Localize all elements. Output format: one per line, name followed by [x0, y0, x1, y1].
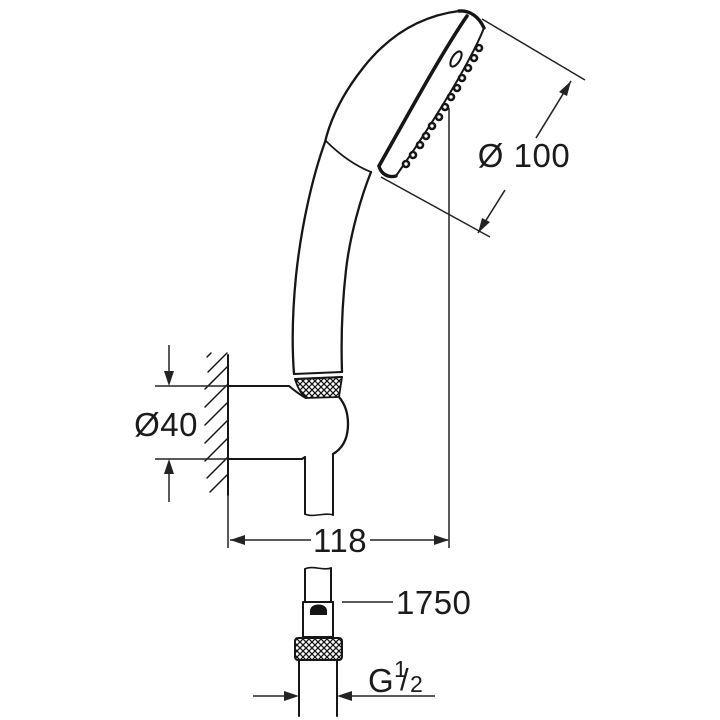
dimension-head-diameter: Ø 100 [380, 18, 586, 238]
wall-holder-bottom-edge [226, 455, 307, 461]
wall-holder-right-bulge [331, 395, 350, 456]
label-thread-slash: / [400, 662, 409, 697]
spray-plate-bottom-cap [377, 164, 398, 179]
spray-plate-left-edge [377, 14, 469, 168]
label-thread-numerator: 1 [394, 656, 407, 682]
arrowhead-right [434, 535, 449, 545]
dimension-hose-length: 1750 [342, 584, 471, 621]
label-thread-base: G [368, 662, 394, 699]
ext-line-head-top [481, 18, 586, 81]
label-holder-offset: 118 [313, 522, 367, 559]
spray-plate-top-cap [457, 9, 486, 30]
arrowhead-left [230, 535, 245, 545]
dimension-thread: G 1 / 2 [253, 656, 435, 701]
head-handle-crease [325, 140, 372, 173]
handle-band-top [293, 371, 343, 375]
product-outline [204, 9, 486, 717]
coupling-nut-knurled [294, 637, 343, 661]
spray-nozzle-dots [401, 43, 484, 169]
label-head-diameter: Ø 100 [478, 137, 570, 174]
shower-head-dome-outline [291, 9, 461, 376]
arrowhead-right-in [284, 691, 299, 701]
arrowhead-left-in [337, 691, 352, 701]
arrowhead-down-left [478, 218, 490, 233]
label-holder-diameter: Ø40 [134, 406, 198, 443]
handle-knurled-cone [294, 376, 343, 399]
dimension-holder-diameter: Ø40 [134, 345, 228, 502]
label-thread-denominator: 2 [410, 671, 423, 697]
wall-hatching [204, 352, 228, 493]
hose-upper-break-line [304, 513, 334, 517]
arrowhead-up [164, 459, 174, 474]
ext-line-head-bottom [380, 176, 491, 238]
hose-lower-break-line [304, 566, 332, 570]
dimension-holder-offset: 118 [227, 108, 450, 559]
arrowhead-down [164, 371, 174, 386]
spray-plate-slot-hole [449, 50, 463, 68]
dimension-annotations: Ø 100 Ø40 118 1750 [134, 18, 586, 701]
fitting-logo-mark [310, 604, 327, 615]
arrowhead-up-right [559, 81, 571, 96]
handle-right-edge [340, 170, 373, 374]
wall-holder-top-edge [226, 384, 308, 400]
label-hose-length: 1750 [396, 584, 471, 621]
wall-section [204, 352, 229, 496]
